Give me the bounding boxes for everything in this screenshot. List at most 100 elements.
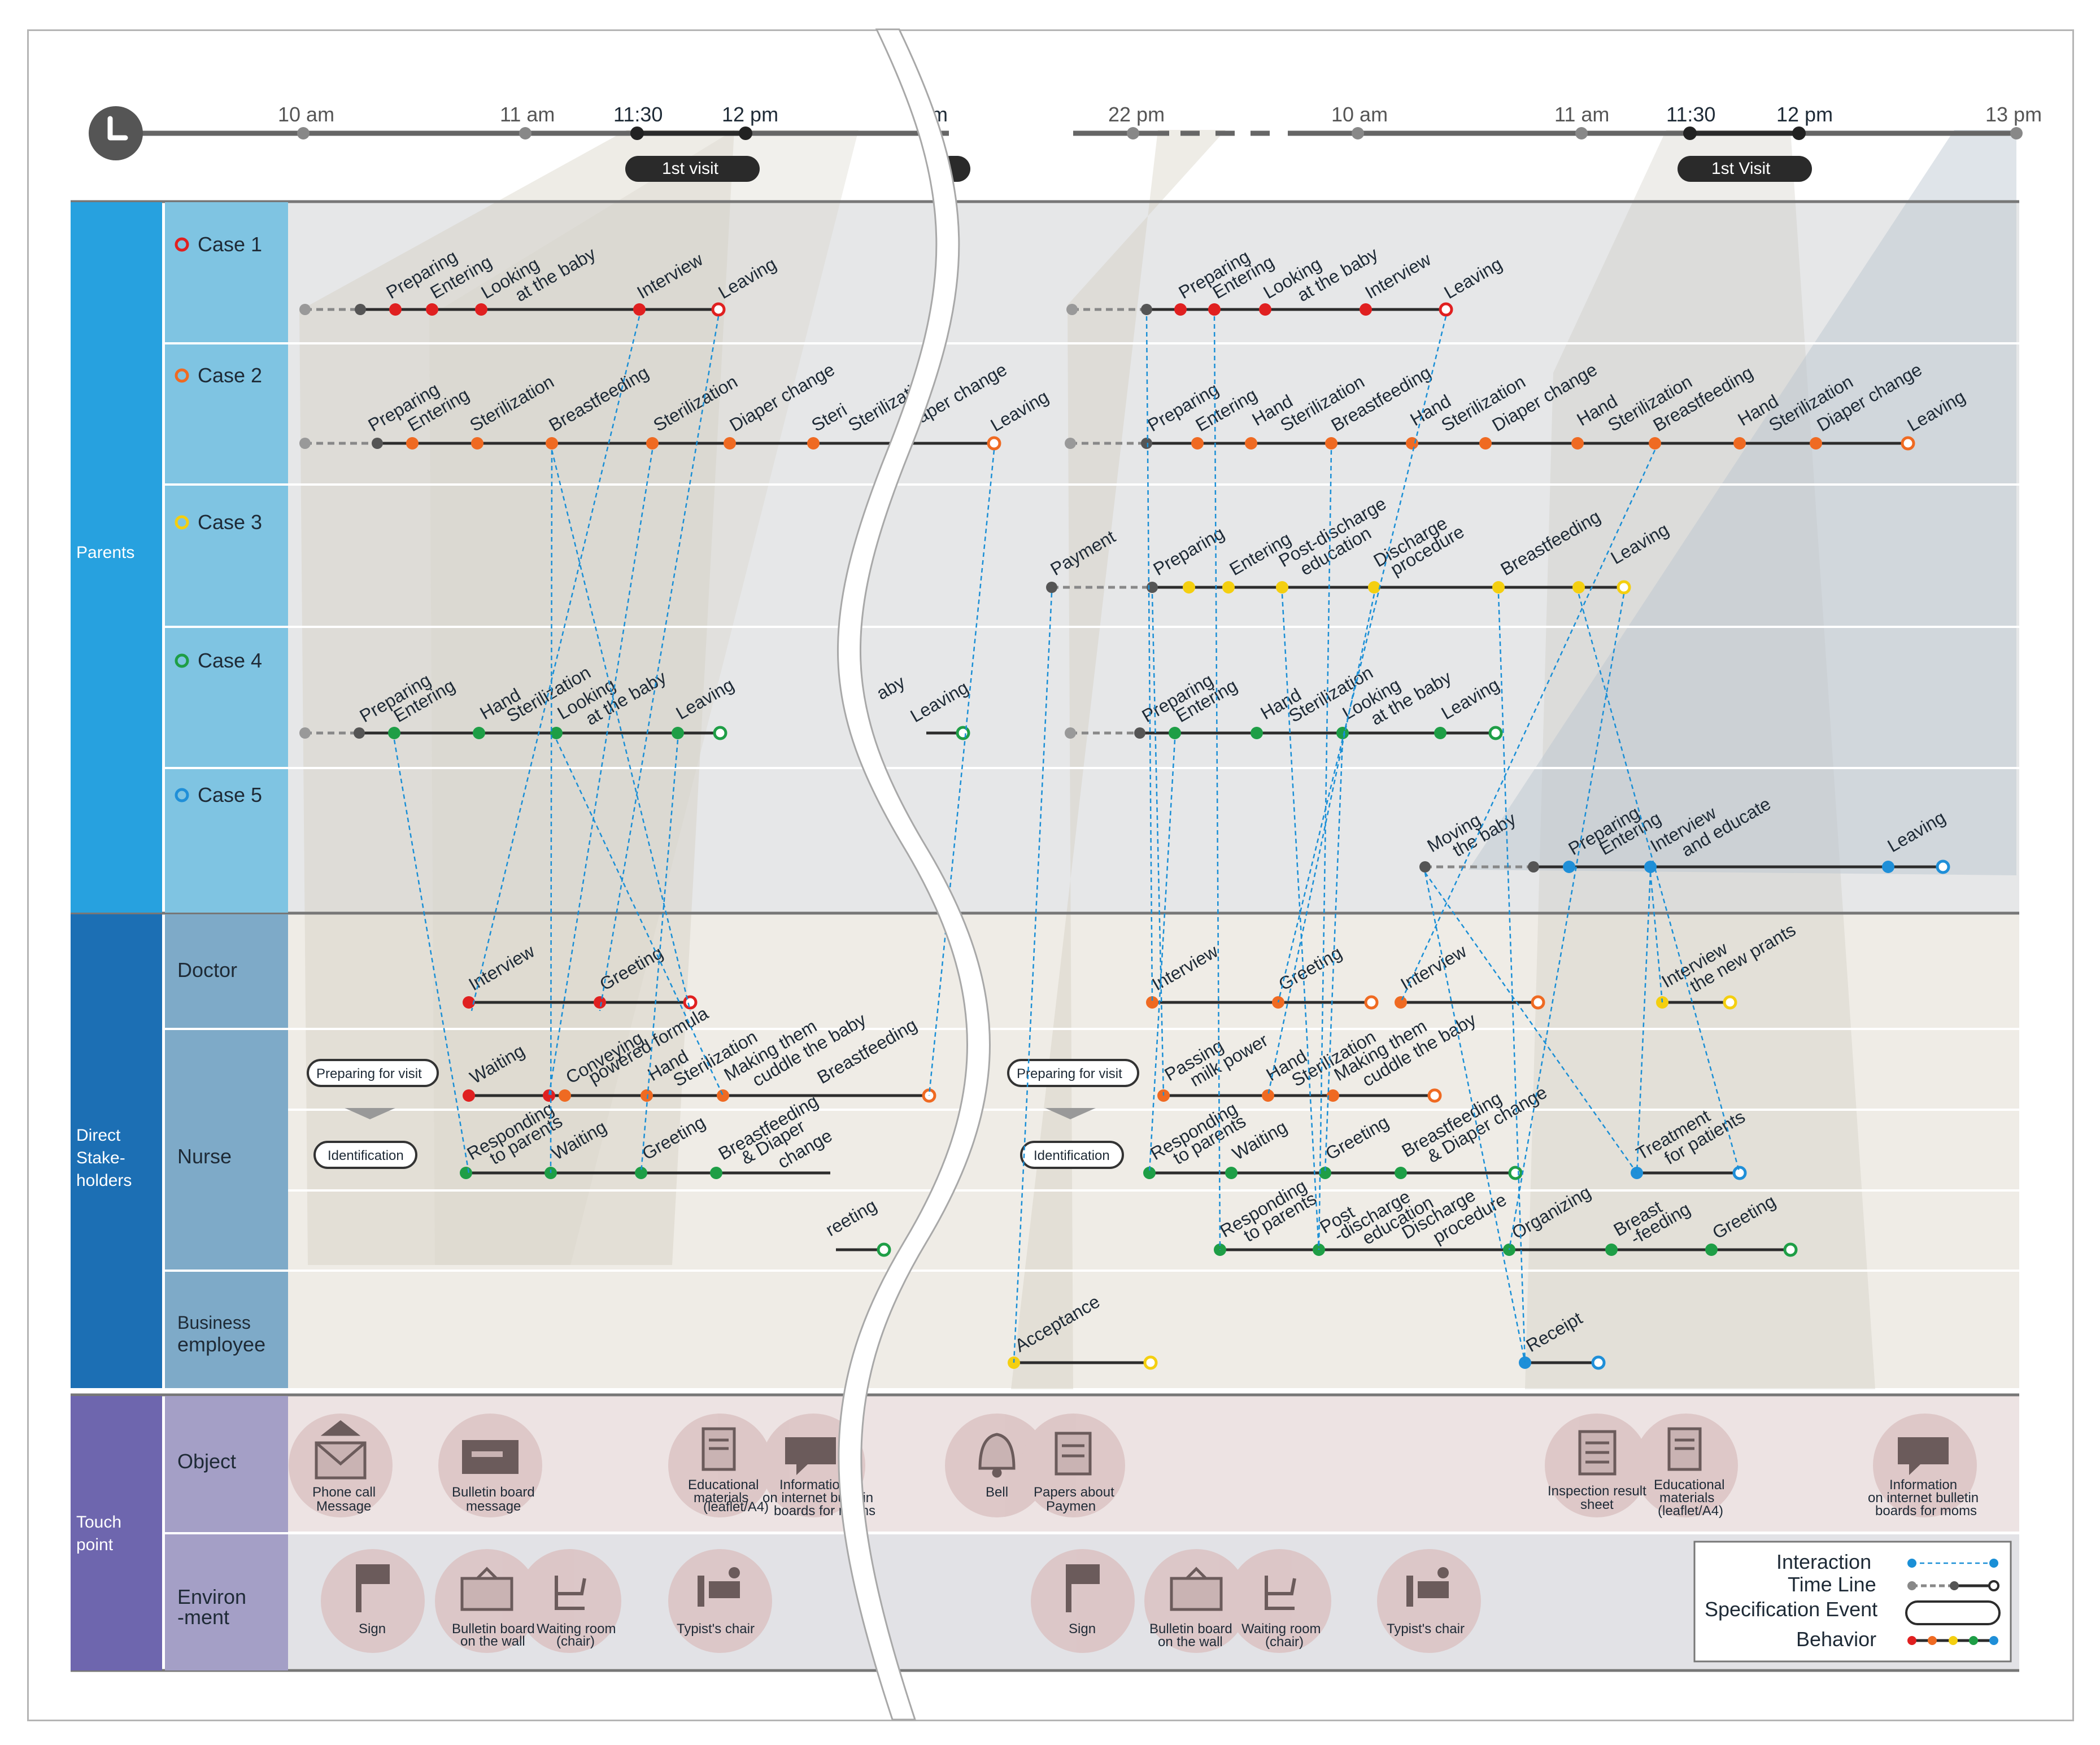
parents-lane-bg <box>288 202 2019 913</box>
svg-text:Identification: Identification <box>328 1148 404 1163</box>
svg-text:Educational: Educational <box>688 1477 759 1493</box>
parents-category-bar <box>71 202 162 913</box>
bulletin-board-icon <box>462 1440 519 1474</box>
environment-label-line1: Environ <box>177 1585 246 1608</box>
case4-timeline-right <box>1065 726 1503 740</box>
svg-text:Typist's chair: Typist's chair <box>1387 1621 1465 1637</box>
sign-icon <box>1066 1564 1100 1612</box>
object-label: Object <box>177 1450 236 1473</box>
speech-bubble-icon <box>1898 1437 1949 1475</box>
tick-12pm: 12 pm <box>722 103 778 126</box>
visit-badge-right <box>1678 156 1812 182</box>
case3-label: Case 3 <box>175 511 262 534</box>
speech-bubble-icon <box>785 1437 836 1475</box>
spec-event-left: Preparing for visit Identification <box>307 1059 439 1169</box>
touch-category-bar <box>71 1396 162 1670</box>
svg-text:1st visit: 1st visit <box>662 159 719 178</box>
legend-timeline-label: Time Line <box>1788 1573 1876 1596</box>
direct-category-bar <box>71 914 162 1388</box>
tick-12pm-2: 12 pm <box>1776 103 1833 126</box>
svg-text:Typist's chair: Typist's chair <box>677 1621 755 1637</box>
svg-text:Message: Message <box>316 1499 371 1514</box>
document-icon <box>1667 1427 1702 1471</box>
group-direct-line2: Stake- <box>76 1149 125 1167</box>
object-lane-bg <box>288 1396 2019 1532</box>
object-labels: Phone call Message Bulletin board messag… <box>312 1477 1979 1519</box>
doctor-label: Doctor <box>177 958 237 981</box>
legend-behavior-label: Behavior <box>1796 1628 1876 1651</box>
svg-text:Bell: Bell <box>986 1485 1008 1500</box>
tick-11am-2: 11 am <box>1554 103 1609 126</box>
svg-text:Bulletin board: Bulletin board <box>452 1621 535 1637</box>
svg-text:materials: materials <box>694 1490 748 1506</box>
tick-22pm: 22 pm <box>1108 103 1165 126</box>
checklist-icon <box>1578 1430 1617 1476</box>
group-touch-line1: Touch <box>76 1513 121 1532</box>
tick-13pm: 13 pm <box>1985 103 2042 126</box>
document-icon <box>702 1427 736 1471</box>
tick-11am: 11 am <box>500 103 555 126</box>
svg-text:Information: Information <box>1889 1477 1957 1493</box>
svg-text:Case 1: Case 1 <box>198 233 262 256</box>
svg-text:Case 4: Case 4 <box>198 649 262 672</box>
case4-label: Case 4 <box>175 649 262 672</box>
sub-column-dividers <box>165 342 288 1534</box>
case2-label: Case 2 <box>175 364 262 387</box>
legend-spec-event-label: Specification Event <box>1705 1598 1877 1621</box>
svg-text:Information: Information <box>779 1477 847 1493</box>
typist-icon <box>1406 1567 1449 1607</box>
svg-text:1st Visit: 1st Visit <box>1711 159 1771 178</box>
direct-lane-bg <box>288 914 2019 1388</box>
clock-icon <box>89 106 143 160</box>
sign-icon <box>356 1564 390 1612</box>
row-dividers <box>164 342 2019 1534</box>
tick-1130-2: 11:30 <box>1666 103 1715 126</box>
svg-text:Preparing for visit: Preparing for visit <box>1017 1066 1122 1081</box>
svg-text:Case 2: Case 2 <box>198 364 262 387</box>
group-direct-line3: holders <box>76 1171 132 1190</box>
business-label-line1: Business <box>177 1312 251 1333</box>
svg-text:message: message <box>466 1499 521 1514</box>
svg-text:(leaflet/A4): (leaflet/A4) <box>703 1499 769 1515</box>
tick-1130: 11:30 <box>613 103 663 126</box>
visit-badge-left <box>625 156 760 182</box>
legend-interaction-label: Interaction <box>1776 1550 1871 1573</box>
parents-sub-column <box>165 202 288 913</box>
svg-text:Paymen: Paymen <box>1046 1499 1096 1514</box>
environment-label-line2: -ment <box>177 1606 229 1629</box>
svg-text:(leaflet/A4): (leaflet/A4) <box>1658 1503 1723 1519</box>
svg-text:Bulletin board: Bulletin board <box>452 1485 535 1500</box>
group-parents-label: Parents <box>76 543 134 562</box>
nurse-label: Nurse <box>177 1145 232 1168</box>
svg-text:Inspection result: Inspection result <box>1548 1484 1646 1499</box>
group-touch-line2: point <box>76 1535 114 1554</box>
svg-text:Case 5: Case 5 <box>198 783 262 806</box>
svg-text:(chair): (chair) <box>1265 1634 1304 1650</box>
nurse-timeline-1-left: Waiting Conveying powered formula Hand S… <box>463 1003 936 1103</box>
svg-text:Preparing for visit: Preparing for visit <box>316 1066 422 1081</box>
top-timeline: 10 am 11 am 11:30 12 pm m 22 pm 10 am 11… <box>89 103 2042 182</box>
business-label-line2: employee <box>177 1333 265 1356</box>
environment-labels: Sign Bulletin board on the wall Waiting … <box>359 1621 1465 1650</box>
svg-text:boards for moms: boards for moms <box>1875 1503 1977 1519</box>
svg-text:Waiting room: Waiting room <box>537 1621 616 1637</box>
svg-text:on internet bulletin: on internet bulletin <box>1868 1490 1979 1506</box>
svg-text:Educational: Educational <box>1654 1477 1724 1493</box>
tick-10am-2: 10 am <box>1331 103 1388 126</box>
case5-timeline <box>1419 860 1950 874</box>
svg-text:on the wall: on the wall <box>460 1634 525 1649</box>
svg-text:on the wall: on the wall <box>1158 1634 1223 1650</box>
svg-text:Bulletin board: Bulletin board <box>1149 1621 1232 1637</box>
group-direct-line1: Direct <box>76 1126 121 1145</box>
svg-text:materials: materials <box>1659 1490 1714 1506</box>
svg-text:Sign: Sign <box>359 1621 386 1637</box>
wall-board-icon <box>1170 1567 1223 1611</box>
bell-icon <box>978 1433 1016 1478</box>
wall-board-icon <box>460 1567 513 1611</box>
legend: Interaction Time Line Specification Even… <box>1693 1541 2012 1663</box>
chair-icon <box>1265 1576 1296 1610</box>
case3-timeline <box>1046 580 1631 595</box>
chair-icon <box>555 1576 586 1610</box>
svg-text:sheet: sheet <box>1580 1497 1614 1512</box>
spec-event-right: Preparing for visit Identification <box>1007 1059 1139 1169</box>
